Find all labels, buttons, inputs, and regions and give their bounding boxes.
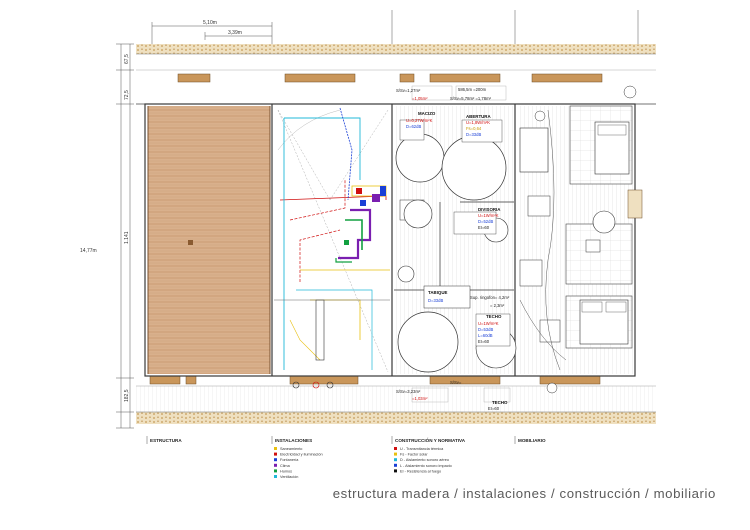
installations-legend-item-swatch — [274, 452, 277, 456]
abertura-fs: Fs=0,64 — [466, 126, 482, 131]
tabique-d: D=33dB — [428, 298, 443, 303]
macizo-d: D=62dB — [406, 124, 421, 129]
construction-legend-item-label: EI - Resistencia al fuego — [400, 469, 441, 473]
sv-top: S/Sv=1,27m² — [396, 88, 421, 93]
construction-legend-item-swatch — [394, 469, 397, 473]
furniture-panel — [517, 85, 643, 394]
dim-inner-width: 3,39m — [228, 30, 242, 36]
installations-legend-item-swatch — [274, 475, 277, 478]
division-u: U=1W/m²K — [478, 213, 499, 218]
construction-legend-item-label: D - Aislamiento sonoro aéreo — [400, 458, 449, 462]
dim-side-mid: 1.141 — [124, 231, 130, 244]
structure-panel — [147, 106, 271, 374]
section-title-furniture: MOBILIARIO — [518, 438, 546, 443]
dim-side-top-a: 67,5 — [124, 54, 130, 64]
techo-d: D=53dB — [478, 327, 493, 332]
dim-top-right: 586,5m =200m — [458, 87, 487, 92]
sv-bottom: S/Sv=3,23m² — [396, 389, 421, 394]
installations-legend-item-label: Saneamiento — [280, 447, 302, 451]
construction-legend-item-label: Fs - Factor solar — [400, 453, 428, 457]
construction-legend-item-swatch — [394, 447, 397, 450]
installations-legend-item-label: Electricidad y iluminación — [280, 453, 323, 457]
construction-legend-item-label: U - Transmitancia térmica — [400, 447, 444, 451]
left-dimensions — [116, 43, 134, 429]
sv-top-area: =1,05m² — [412, 96, 428, 101]
construction-panel — [394, 85, 517, 403]
dim-total-height: 14,77m — [80, 248, 97, 254]
construction-legend-item-label: L - Aislamiento sonoro impacto — [400, 464, 452, 468]
dim-side-bottom: 182,5 — [124, 389, 130, 402]
installations-panel — [274, 106, 390, 389]
label-techo-bottom: TECHO — [492, 400, 508, 405]
label-division: DIVISORIA — [478, 207, 501, 212]
dim-total-width: 5,10m — [203, 20, 217, 26]
section-headers-lines — [146, 436, 516, 444]
abertura-d: D=33dB — [466, 132, 481, 137]
construction-legend-item-swatch — [394, 458, 397, 462]
installations-legend-item-swatch — [274, 447, 277, 450]
installations-legend-item-label: Clima — [280, 464, 291, 468]
tabique-area: Sup. ringofon= 4,2m² — [470, 295, 510, 300]
techo-ei: EI=60 — [478, 339, 490, 344]
installations-legend-item-swatch — [274, 463, 277, 467]
installations-legend-item-swatch — [274, 458, 277, 462]
section-title-construction: CONSTRUCCIÓN Y NORMATIVA — [395, 436, 466, 443]
construction-legend-item-swatch — [394, 452, 397, 456]
installations-legend-item-label: Humos — [280, 469, 292, 473]
tabique-area2: = 2,3m² — [490, 303, 505, 308]
techo-l: L=60dB — [478, 333, 493, 338]
label-macizo: MACIZO — [418, 111, 436, 116]
sv-bottom-right: S/Sv= — [450, 380, 462, 385]
label-abertura: ABERTURA — [466, 114, 491, 119]
sheet-caption: estructura madera / instalaciones / cons… — [332, 486, 716, 501]
division-ei: EI=60 — [478, 225, 490, 230]
label-tabique: TABIQUE — [428, 290, 448, 295]
techo-u: U=1W/m²K — [478, 321, 499, 326]
section-title-structure: ESTRUCTURA — [150, 438, 182, 443]
installations-legend-item-label: Fontanería — [280, 458, 299, 462]
dim-side-top-b: 72,5 — [124, 90, 130, 100]
bottom-terrain — [136, 375, 656, 424]
techo-bottom-ei: EI=60 — [488, 406, 500, 411]
top-dimensions — [151, 10, 639, 44]
division-d: D=52dB — [478, 219, 493, 224]
section-title-installations: INSTALACIONES — [275, 438, 312, 443]
macizo-u: U=0,27W/m²K — [406, 118, 433, 123]
building-outline — [144, 103, 636, 377]
installations-legend-item-swatch — [274, 469, 277, 473]
installations-legend-item-label: Ventilación — [280, 475, 298, 479]
sv-bottom-area: =1,03m² — [412, 396, 428, 401]
abertura-u: U=1,8W/m²K — [466, 120, 490, 125]
construction-legend: U - Transmitancia térmica Fs - Factor sol… — [394, 447, 452, 473]
top-terrain — [136, 44, 656, 105]
construction-legend-item-swatch — [394, 463, 397, 467]
label-techo: TECHO — [486, 314, 502, 319]
sv-top-right: S/Sv=5,78m² =1,78m² — [450, 96, 492, 101]
